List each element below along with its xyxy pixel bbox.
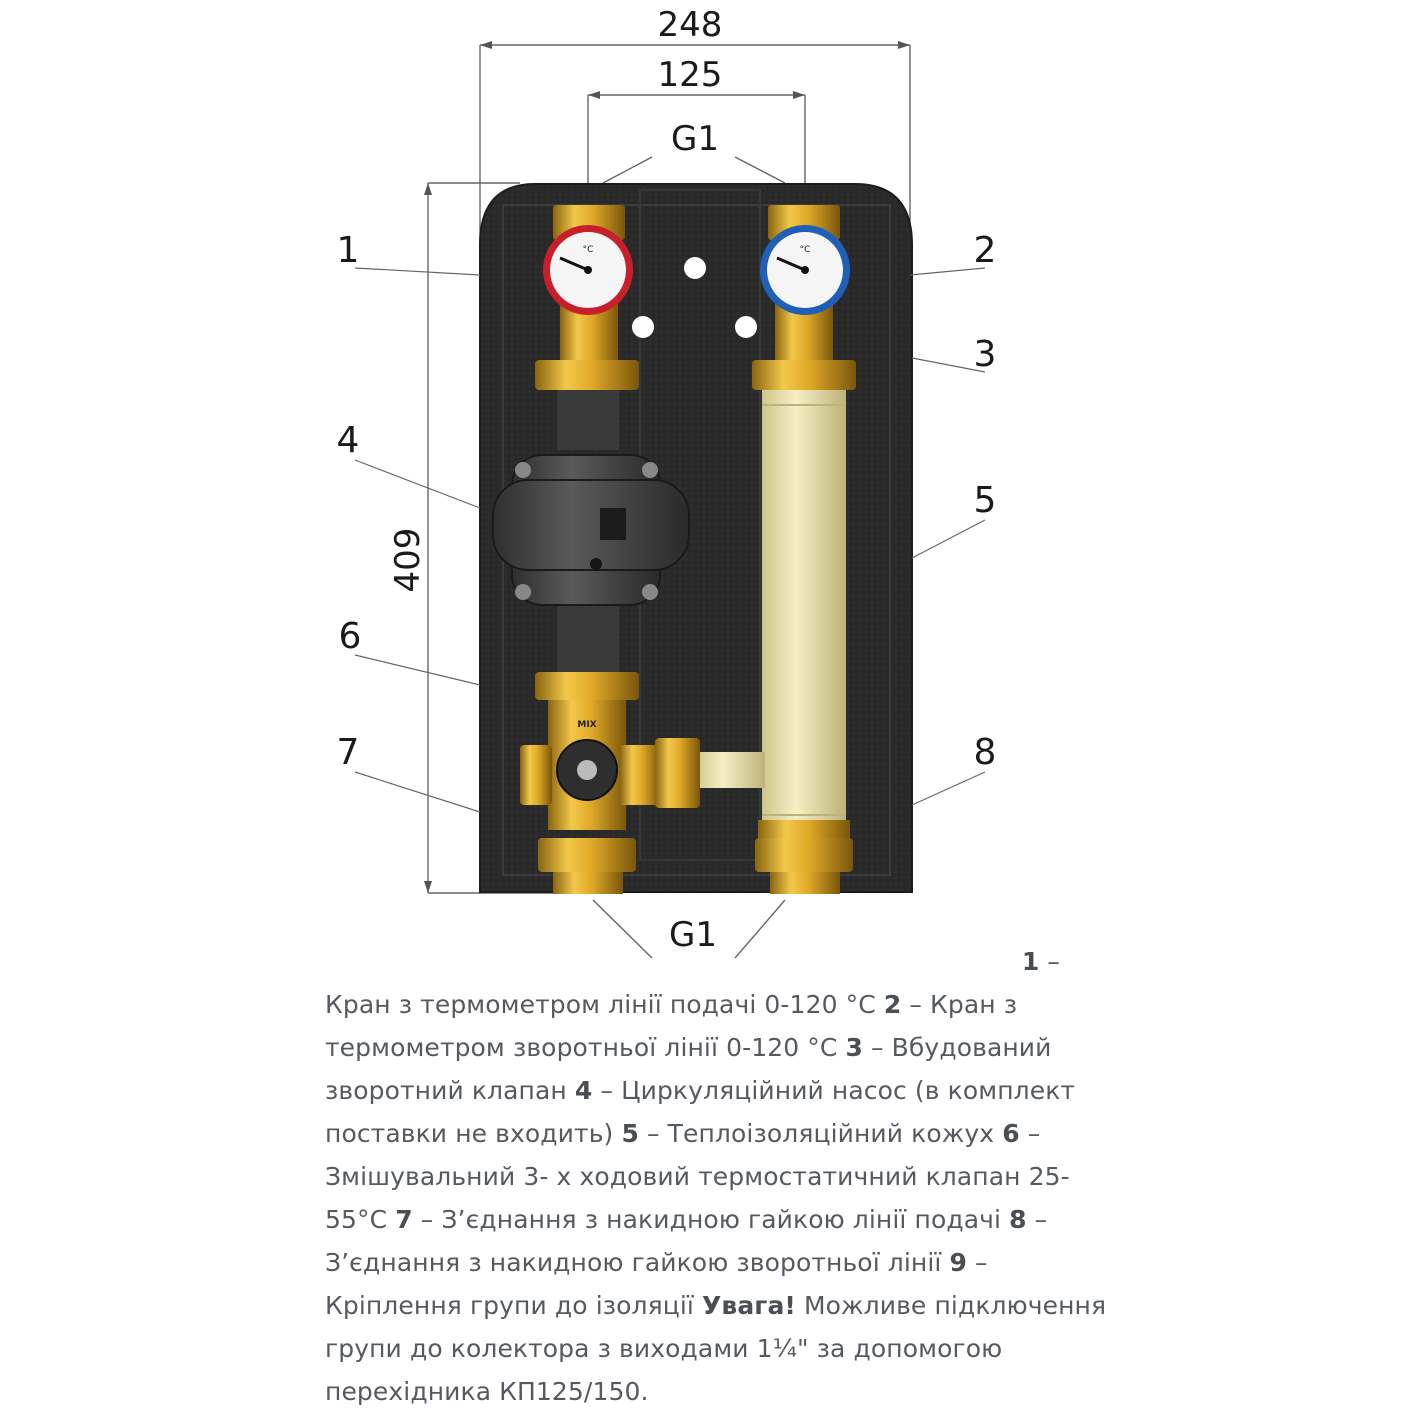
mount-hole xyxy=(684,257,706,279)
dimension-height: 409 xyxy=(388,528,428,593)
legend-item-5-num: 5 xyxy=(621,1119,639,1148)
thread-size-top: G1 xyxy=(671,119,719,159)
legend-item-4-text: – Циркуляційний насос (в комплект постав… xyxy=(325,1076,1076,1148)
callout-leaders xyxy=(354,267,986,813)
callout-5: 5 xyxy=(974,480,997,521)
dimension-width-axis: 125 xyxy=(658,55,723,95)
legend-item-9-num: 9 xyxy=(949,1248,968,1277)
legend-item-3-num: 3 xyxy=(845,1033,863,1062)
legend-item-7-num: 7 xyxy=(395,1205,413,1234)
callout-3: 3 xyxy=(974,334,997,375)
callout-1: 1 xyxy=(337,230,360,271)
supply-thermometer: °C xyxy=(543,225,633,315)
supply-line: MIX xyxy=(520,205,700,894)
callout-7: 7 xyxy=(337,732,360,773)
legend-item-5-text: – Теплоізоляційний кожух xyxy=(638,1119,1003,1148)
mount-hole xyxy=(632,316,654,338)
legend-item-7-text: – З’єднання з накидною гайкою лінії пода… xyxy=(412,1205,1010,1234)
legend-item-8-num: 8 xyxy=(1009,1205,1027,1234)
return-thermometer: °C xyxy=(760,225,850,315)
dimension-lines xyxy=(427,44,911,959)
legend-item-2-num: 2 xyxy=(883,990,902,1019)
thread-size-bottom: G1 xyxy=(669,915,717,955)
warning-label: Увага! xyxy=(702,1291,796,1320)
legend-item-1-head: 1 – xyxy=(1021,947,1060,976)
return-gauge-unit: °C xyxy=(800,245,811,255)
circulation-pump xyxy=(492,454,690,606)
legend-item-1-text: Кран з термометром лінії подачі 0-120 °C xyxy=(325,990,884,1019)
callout-2: 2 xyxy=(974,230,997,271)
mount-hole xyxy=(735,316,757,338)
valve-mix-label: MIX xyxy=(577,720,596,730)
callout-6: 6 xyxy=(339,616,362,657)
legend-item-6-text: – Змішувальний 3- х ходовий термостатичн… xyxy=(325,1119,1070,1234)
legend-item-6-num: 6 xyxy=(1002,1119,1020,1148)
dimension-arrows xyxy=(424,41,910,893)
pump-group-diagram: 248 125 G1 G1 409 MIX xyxy=(337,5,997,959)
legend-item-4-num: 4 xyxy=(574,1076,593,1105)
warning-text: Можливе підключення групи до колектора з… xyxy=(325,1291,1107,1406)
legend-description: 1 – Кран з термометром лінії подачі 0-12… xyxy=(325,940,1115,1413)
dimension-width-total: 248 xyxy=(658,5,723,45)
legend-item-3-text: – Вбудований зворотний клапан xyxy=(325,1033,1052,1105)
legend-item-2-text: – Кран з термометром зворотньої лінії 0-… xyxy=(325,990,1018,1062)
legend-item-8-text: – З’єднання з накидною гайкою зворотньої… xyxy=(325,1205,1048,1277)
callout-numbers: 1 2 3 4 5 6 7 8 xyxy=(337,230,997,773)
return-line xyxy=(695,205,856,894)
legend-item-9-text: – Кріплення групи до ізоляції xyxy=(325,1248,988,1320)
supply-gauge-unit: °C xyxy=(583,245,594,255)
callout-4: 4 xyxy=(337,420,360,461)
callout-8: 8 xyxy=(974,732,997,773)
